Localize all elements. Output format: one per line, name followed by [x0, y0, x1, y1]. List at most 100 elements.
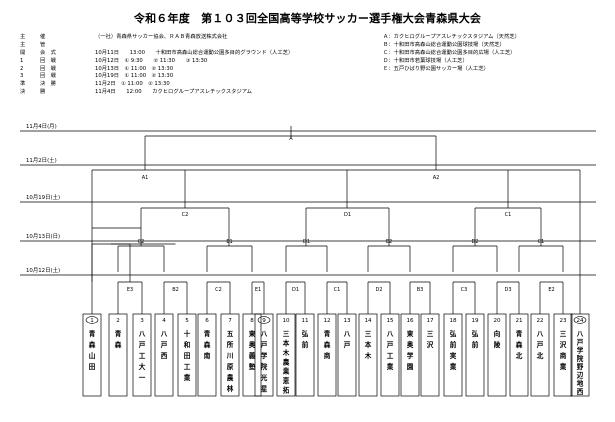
team-name-char: 業 [386, 362, 394, 371]
team-name-char: 学 [577, 346, 584, 355]
team-name-char: 奥 [249, 340, 256, 349]
team-name-char: 東 [249, 329, 256, 338]
match-sf-0: A1 [142, 175, 149, 181]
team-name-char: 西 [161, 352, 168, 360]
team-number-22: 22 [536, 318, 543, 324]
team-name-char: 青 [204, 329, 211, 338]
team-name-char: 前 [472, 340, 479, 349]
match-qf-0: C2 [182, 212, 189, 218]
team-name-char: 八 [260, 330, 268, 338]
info-label-2: 開 [20, 49, 26, 56]
team-name-char: 田 [184, 352, 191, 360]
info-value-3: 10月12日 ① 9:30 ② 11:30 ③ 13:30 [95, 57, 208, 64]
team-name-char: 森 [115, 340, 122, 349]
info-label-suffix-6: 決 勝 [40, 81, 56, 88]
team-name-char: 向 [494, 329, 501, 338]
team-name-char: 陵 [494, 340, 501, 349]
match-qf-2: C1 [505, 212, 512, 218]
team-box-11 [295, 313, 315, 397]
team-name-char: 五 [227, 330, 234, 338]
team-name-char: 業 [559, 362, 567, 371]
team-name-char: 沢 [560, 340, 567, 349]
team-name-char: 八 [138, 330, 146, 338]
team-name-char: 青 [324, 329, 331, 338]
seed-mark [573, 316, 587, 324]
team-name-char: 工 [184, 363, 191, 371]
team-name-char: 青 [115, 329, 122, 338]
round-label-2: 10月19日(土) [26, 193, 60, 201]
match-r2-4: D1 [292, 287, 299, 293]
venue-0: Ａ：カクヒログループアスレチックスタジアム（天然芝） [383, 34, 520, 40]
team-name-char: 青 [89, 329, 96, 338]
team-name-char: 山 [89, 351, 96, 360]
venue-list: Ａ：カクヒログループアスレチックスタジアム（天然芝）Ｂ：十和田市高森山総合運動公… [383, 34, 520, 73]
team-name-char: 戸 [139, 341, 146, 349]
team-name-char: 十 [184, 329, 191, 338]
team-number-8: 8 [250, 318, 254, 324]
team-number-13: 13 [343, 318, 351, 324]
team-name-char: 森 [516, 340, 523, 349]
match-sf-1: A2 [433, 175, 440, 181]
team-name-char: 木 [282, 348, 290, 357]
team-number-2: 2 [116, 318, 120, 324]
team-name-char: 恵 [283, 376, 290, 385]
team-name-char: 奥 [407, 340, 414, 349]
team-name-char: 原 [227, 363, 234, 371]
venue-2: Ｃ：十和田市高森山総合運動公園多目的広場（人工芝） [383, 49, 516, 56]
team-number-6: 6 [205, 318, 209, 324]
team-name-char: 前 [302, 340, 309, 349]
info-value-6: 11月2日 ① 11:00 ② 13:30 [95, 81, 170, 88]
team-number-15: 15 [386, 318, 394, 324]
round-label-4: 10月12日(土) [26, 266, 60, 274]
team-name-char: 八 [386, 330, 394, 338]
round-label-0: 11月4日(月) [26, 123, 57, 130]
team-name-char: 弘 [302, 330, 309, 338]
match-r2-3: E1 [255, 287, 261, 293]
match-r2-8: C3 [461, 287, 468, 293]
team-name-char: 業 [282, 367, 290, 376]
team-number-19: 19 [471, 318, 479, 324]
team-name-char: 義 [249, 351, 256, 360]
team-name-char: 森 [324, 340, 331, 349]
team-name-char: 星 [261, 384, 268, 393]
info-label-suffix-7: 勝 [40, 89, 46, 96]
team-name-char: 和 [183, 340, 191, 349]
info-label-7: 決 [20, 89, 26, 96]
info-label-suffix-1: 管 [40, 41, 46, 48]
team-name-char: 弘 [472, 330, 479, 338]
team-name-char: 業 [449, 362, 457, 371]
team-name-char: 東 [407, 329, 414, 338]
match-r2-5: C1 [334, 287, 341, 293]
team-name-char: 商 [324, 351, 331, 360]
match-r2-2: C2 [215, 287, 222, 293]
team-name-char: 北 [516, 351, 523, 360]
team-name-char: 木 [364, 351, 372, 360]
match-r3-2: D1 [303, 239, 310, 245]
team-number-12: 12 [323, 318, 330, 324]
match-r2-9: D3 [504, 287, 511, 293]
info-value-5: 10月19日 ① 11:00 ② 13:30 [95, 73, 174, 80]
team-name-char: 本 [364, 340, 372, 349]
team-name-char: 八 [576, 330, 584, 338]
team-name-char: 農 [283, 357, 290, 366]
match-r2-7: B3 [417, 287, 424, 293]
venue-3: Ｄ：十和田市若葉球技場（人工芝） [383, 57, 468, 64]
team-box-13 [337, 313, 357, 397]
team-name-char: 農 [227, 373, 234, 382]
info-label-3: 1 [20, 57, 24, 64]
team-number-9: 9 [262, 318, 266, 324]
team-box-17 [420, 313, 440, 397]
team-number-10: 10 [282, 318, 290, 324]
team-name-char: 森 [89, 340, 96, 349]
seed-mark [257, 316, 271, 324]
team-name-char: 実 [450, 351, 457, 360]
info-value-0: （一社）青森県サッカー協会、ＲＡＢ青森放送株式会社 [95, 34, 228, 40]
team-name-char: 弘 [450, 330, 457, 338]
info-label-suffix-4: 回 戦 [40, 65, 56, 72]
team-name-char: 戸 [344, 341, 351, 349]
team-number-16: 16 [406, 318, 414, 324]
match-final: A [289, 136, 293, 142]
team-name-char: 田 [89, 363, 96, 371]
team-name-char: 大 [139, 362, 146, 371]
